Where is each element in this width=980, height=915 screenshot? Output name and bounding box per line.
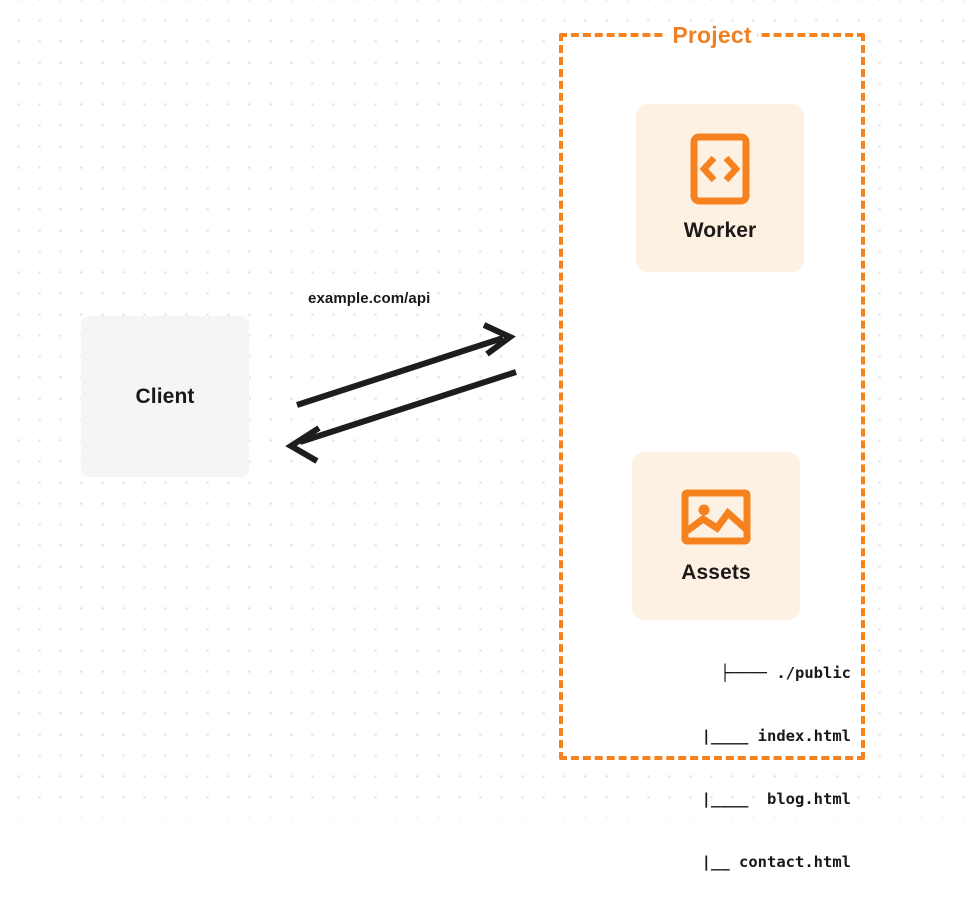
file-tree-row: |____ blog.html	[683, 790, 851, 808]
arrow-right-icon	[296, 322, 516, 408]
connection-label: example.com/api	[308, 290, 431, 307]
arrow-left-icon	[285, 369, 517, 464]
image-icon	[681, 487, 751, 547]
assets-card[interactable]: Assets	[632, 452, 800, 620]
project-title: Project	[666, 22, 758, 49]
file-tree-row: ├──── ./public	[720, 664, 851, 682]
file-tree-row: |____ index.html	[683, 727, 851, 745]
assets-card-label: Assets	[681, 561, 751, 584]
client-node[interactable]: Client	[81, 316, 249, 477]
worker-card-label: Worker	[683, 219, 757, 242]
code-brackets-icon	[690, 133, 750, 205]
diagram-canvas: Client example.com/api Project	[81, 22, 865, 871]
client-node-label: Client	[135, 384, 195, 408]
project-container[interactable]: Project Worker Assets	[559, 22, 865, 871]
assets-file-tree: ├──── ./public |____ index.html |____ bl…	[601, 621, 851, 915]
worker-card[interactable]: Worker	[636, 104, 804, 272]
file-tree-row: |__ contact.html	[683, 853, 851, 871]
